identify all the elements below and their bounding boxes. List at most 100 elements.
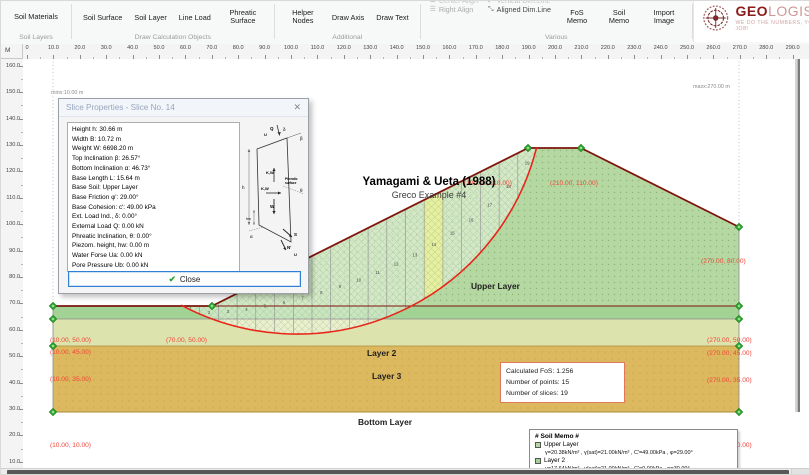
ruler-minor-tick xyxy=(40,57,42,59)
ruler-tick xyxy=(528,55,530,59)
ruler-tick xyxy=(370,55,372,59)
ruler-tick xyxy=(19,409,23,410)
ruler-tick-label: 50.0 xyxy=(153,45,165,51)
ruler-tick xyxy=(581,55,583,59)
ruler-tick xyxy=(211,55,213,59)
ruler-minor-tick xyxy=(700,57,702,59)
svg-text:18: 18 xyxy=(506,184,511,189)
ruler-tick xyxy=(27,55,28,59)
scrollbar-button[interactable] xyxy=(791,469,809,474)
ruler-tick xyxy=(766,55,768,59)
geologismiki-emblem-icon xyxy=(703,5,729,31)
svg-text:6: 6 xyxy=(283,300,286,305)
ruler-minor-tick xyxy=(673,57,675,59)
svg-text:8: 8 xyxy=(320,290,323,295)
ruler-minor-tick xyxy=(277,57,279,59)
ruler-tick-label: 110.0 xyxy=(310,45,325,51)
svg-text:S: S xyxy=(294,232,297,237)
close-button[interactable]: ✔ Close xyxy=(68,271,301,287)
dialog-close-icon[interactable]: ✕ xyxy=(293,102,301,112)
draw-text-button[interactable]: Draw Text xyxy=(376,12,409,22)
ruler-tick xyxy=(317,55,319,59)
ruler-tick-label: 170.0 xyxy=(468,45,483,51)
ruler-tick-label: 280.0 xyxy=(759,45,774,51)
coordinate-label: (270.00, 50.00) xyxy=(707,337,752,344)
ruler-minor-tick xyxy=(21,79,23,80)
ruler-minor-tick xyxy=(21,395,23,397)
ruler-minor-tick xyxy=(753,57,754,59)
ruler-tick-label: 110.0 xyxy=(6,194,20,201)
coordinate-label: (10.00, 10.00) xyxy=(49,442,91,449)
ruler-tick-label: 10.0 xyxy=(9,458,20,465)
ruler-tick-label: 80.0 xyxy=(9,274,20,280)
center-align-button-clipped: ☰ Center Align xyxy=(430,1,478,5)
soil-surface-button[interactable]: Soil Surface xyxy=(83,12,123,22)
ribbon-separator xyxy=(419,4,421,39)
layer3-region xyxy=(53,319,739,346)
ruler-tick xyxy=(475,55,477,59)
svg-text:16: 16 xyxy=(469,217,474,222)
ruler-tick-label: 250.0 xyxy=(680,45,694,51)
ruler-minor-tick xyxy=(21,263,23,265)
ruler-minor-tick xyxy=(21,131,23,133)
draw-axis-button[interactable]: Draw Axis xyxy=(331,12,365,22)
ruler-minor-tick xyxy=(541,57,543,59)
svg-text:7: 7 xyxy=(301,295,304,300)
svg-text:17: 17 xyxy=(487,202,492,207)
ribbon-separator xyxy=(273,4,275,39)
ruler-tick-label: 130.0 xyxy=(363,45,378,51)
import-image-button[interactable]: Import Image xyxy=(653,7,675,25)
ruler-tick-label: 0 xyxy=(25,45,29,51)
ruler-tick xyxy=(19,435,23,437)
ruler-minor-tick xyxy=(251,57,253,59)
layer-label-4: Bottom Layer xyxy=(358,417,412,427)
soil-memo-button[interactable]: Soil Memo xyxy=(608,7,630,25)
phreatic-surface-button[interactable]: Phreatic Surface xyxy=(229,7,257,25)
helper-nodes-button[interactable]: Helper Nodes xyxy=(292,7,314,25)
ruler-tick xyxy=(19,382,23,384)
ruler-tick xyxy=(343,55,345,59)
group-various: ☰ Center Align ☰ Right Align ⤢ Vertical … xyxy=(421,1,692,44)
soil-layer-button[interactable]: Soil Layer xyxy=(134,12,167,22)
coordinate-label: (190.00, 110.00) xyxy=(464,180,512,187)
ruler-tick xyxy=(634,55,636,59)
ruler-tick-label: 260.0 xyxy=(706,45,721,51)
ruler-tick xyxy=(396,55,398,59)
svg-text:10: 10 xyxy=(356,277,361,282)
ribbon-toolbar: Soil Materials Soil Layers Soil Surface … xyxy=(1,1,809,45)
slice-property: Base Length L: 15.64 m xyxy=(72,174,140,182)
ruler-minor-tick xyxy=(21,105,23,107)
svg-text:4: 4 xyxy=(245,307,248,312)
ruler-minor-tick xyxy=(357,57,358,59)
horizontal-scrollbar[interactable] xyxy=(1,468,809,474)
fos-memo-button[interactable]: FoS Memo xyxy=(566,7,588,25)
ruler-tick-label: 150.0 xyxy=(416,45,430,51)
coordinate-label: (270.00, 45.00) xyxy=(707,350,752,357)
slice-property: Weight W: 6698.20 m xyxy=(72,145,134,153)
ruler-tick xyxy=(106,55,108,59)
ruler-tick-label: 140.0 xyxy=(6,115,20,122)
svg-text:13: 13 xyxy=(413,252,418,257)
group-label-various: Various xyxy=(545,34,568,41)
ruler-tick xyxy=(19,356,23,358)
svg-text:19: 19 xyxy=(525,161,530,166)
svg-text:K,W: K,W xyxy=(261,186,269,191)
slice-property: Piezom. height, hw: 0.00 m xyxy=(72,242,150,250)
slice-property: Base Soil: Upper Layer xyxy=(72,184,138,192)
slice-properties-dialog[interactable]: Slice Properties - Slice No. 14 ✕ Height… xyxy=(58,98,309,294)
line-load-button[interactable]: Line Load xyxy=(178,12,211,22)
center-align-icon: ☰ xyxy=(430,1,436,5)
group-label-additional: Additional xyxy=(332,34,363,41)
ruler-tick xyxy=(19,171,23,173)
dialog-titlebar[interactable]: Slice Properties - Slice No. 14 ✕ xyxy=(59,99,308,117)
ruler-tick xyxy=(238,55,240,59)
layer-label-3: Layer 3 xyxy=(372,371,402,381)
ruler-minor-tick xyxy=(21,448,23,450)
aligned-dimline-button[interactable]: ⤡ Aligned Dim.Line xyxy=(488,5,551,14)
ruler-tick xyxy=(607,55,609,59)
ruler-tick xyxy=(185,55,187,59)
scrollbar-thumb[interactable] xyxy=(7,470,789,474)
soil-materials-button[interactable]: Soil Materials xyxy=(14,11,58,21)
ruler-tick xyxy=(713,55,715,59)
